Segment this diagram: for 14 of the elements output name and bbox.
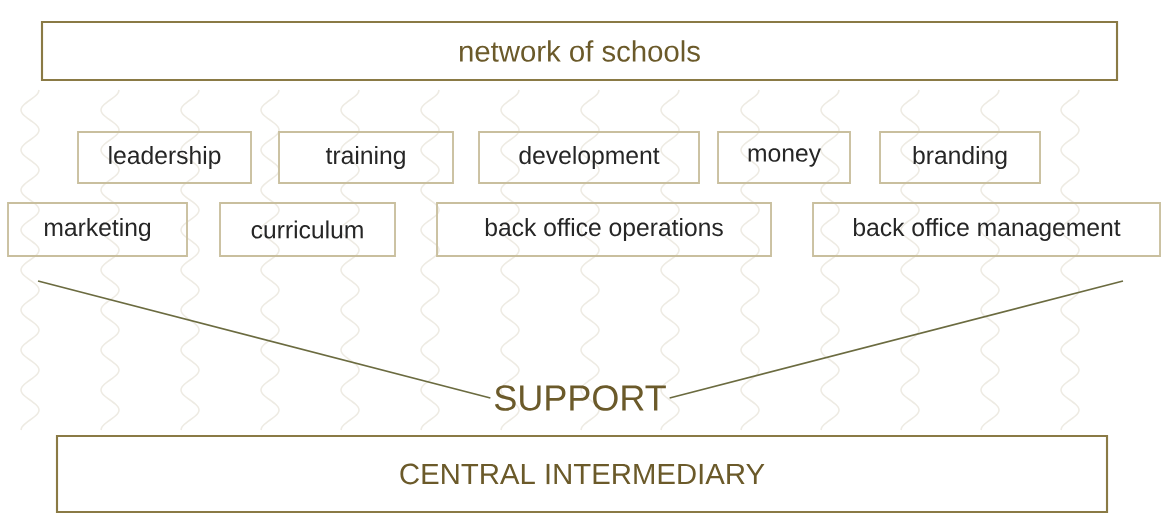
topic-box: leadership — [77, 131, 252, 184]
topic-box: branding — [879, 131, 1041, 184]
topic-box: back office operations — [436, 202, 772, 257]
topic-box: training — [278, 131, 454, 184]
topic-box: money — [717, 131, 851, 184]
topic-box: back office management — [812, 202, 1161, 257]
topic-box: development — [478, 131, 700, 184]
line — [668, 280, 1124, 399]
label-box: CENTRAL INTERMEDIARY — [55, 434, 1109, 514]
topic-box: curriculum — [219, 202, 396, 257]
topic-box: marketing — [7, 202, 188, 257]
line — [37, 280, 492, 399]
label-box: network of schools — [40, 20, 1119, 82]
support-label: SUPPORT — [494, 385, 666, 411]
